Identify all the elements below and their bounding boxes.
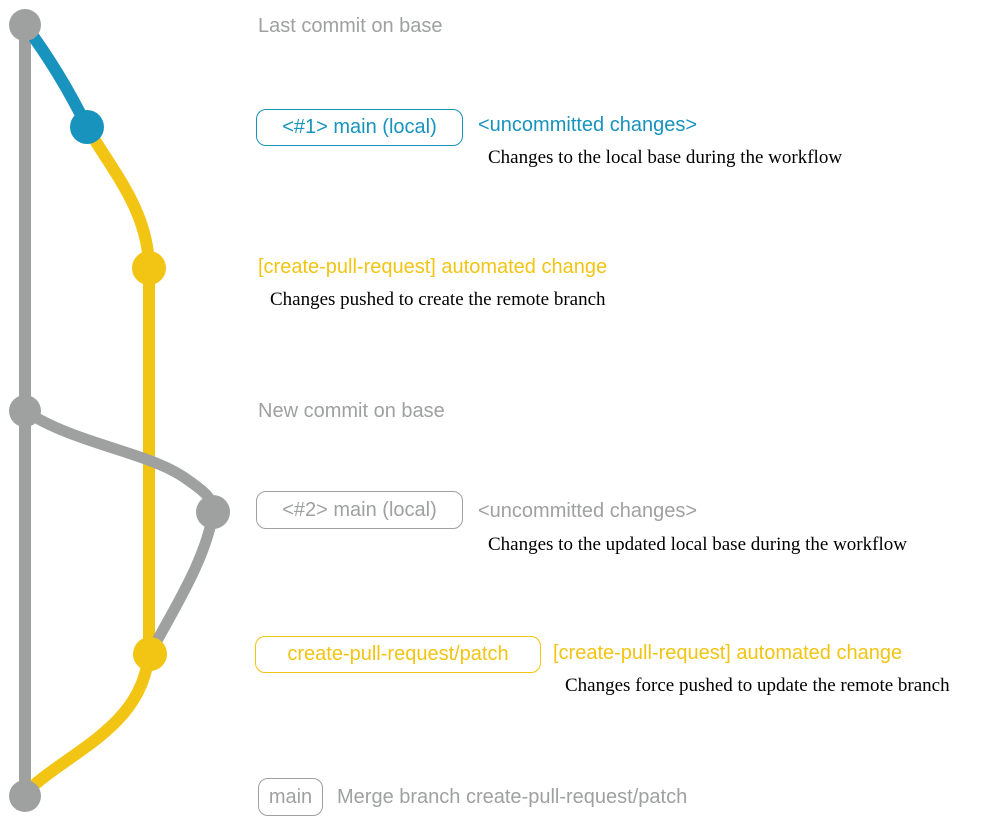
branch-badge-main: main [258,778,323,816]
uncommitted-changes-note-1: Changes to the local base during the wor… [488,147,843,168]
merge-commit-message: Merge branch create-pull-request/patch [337,786,688,808]
automated-change-message-2: [create-pull-request] automated change [553,642,903,664]
pull-request-branch-line [21,121,155,798]
local-changes-branch-line [19,19,93,133]
branch-badge-create-pull-request-patch: create-pull-request/patch [255,636,541,673]
automated-change-note-1: Changes pushed to create the remote bran… [270,289,606,310]
branch-badge-main-local-1: <#1> main (local) [256,109,463,146]
uncommitted-changes-label-2: <uncommitted changes> [478,500,698,522]
git-graph [9,9,230,812]
uncommitted-changes-label-1: <uncommitted changes> [478,114,698,136]
automated-change-note-2: Changes force pushed to update the remot… [565,675,950,696]
uncommitted-changes-note-2: Changes to the updated local base during… [488,534,907,555]
automated-change-message-1: [create-pull-request] automated change [258,256,608,278]
commit-node-automated-change-1 [132,251,166,285]
updated-local-base-branch-line [19,405,219,518]
branch-badge-main-local-2: <#2> main (local) [256,491,463,529]
commit-node-local-main-1 [70,110,104,144]
commit-node-merge [9,780,41,812]
force-push-merge-line [146,506,219,656]
new-commit-label: New commit on base [258,400,445,422]
commit-node-new-base [9,395,41,427]
commit-node-last-base [9,9,41,41]
commit-node-local-main-2 [196,495,230,529]
last-commit-label: Last commit on base [258,15,443,37]
commit-node-automated-change-2 [133,637,167,671]
